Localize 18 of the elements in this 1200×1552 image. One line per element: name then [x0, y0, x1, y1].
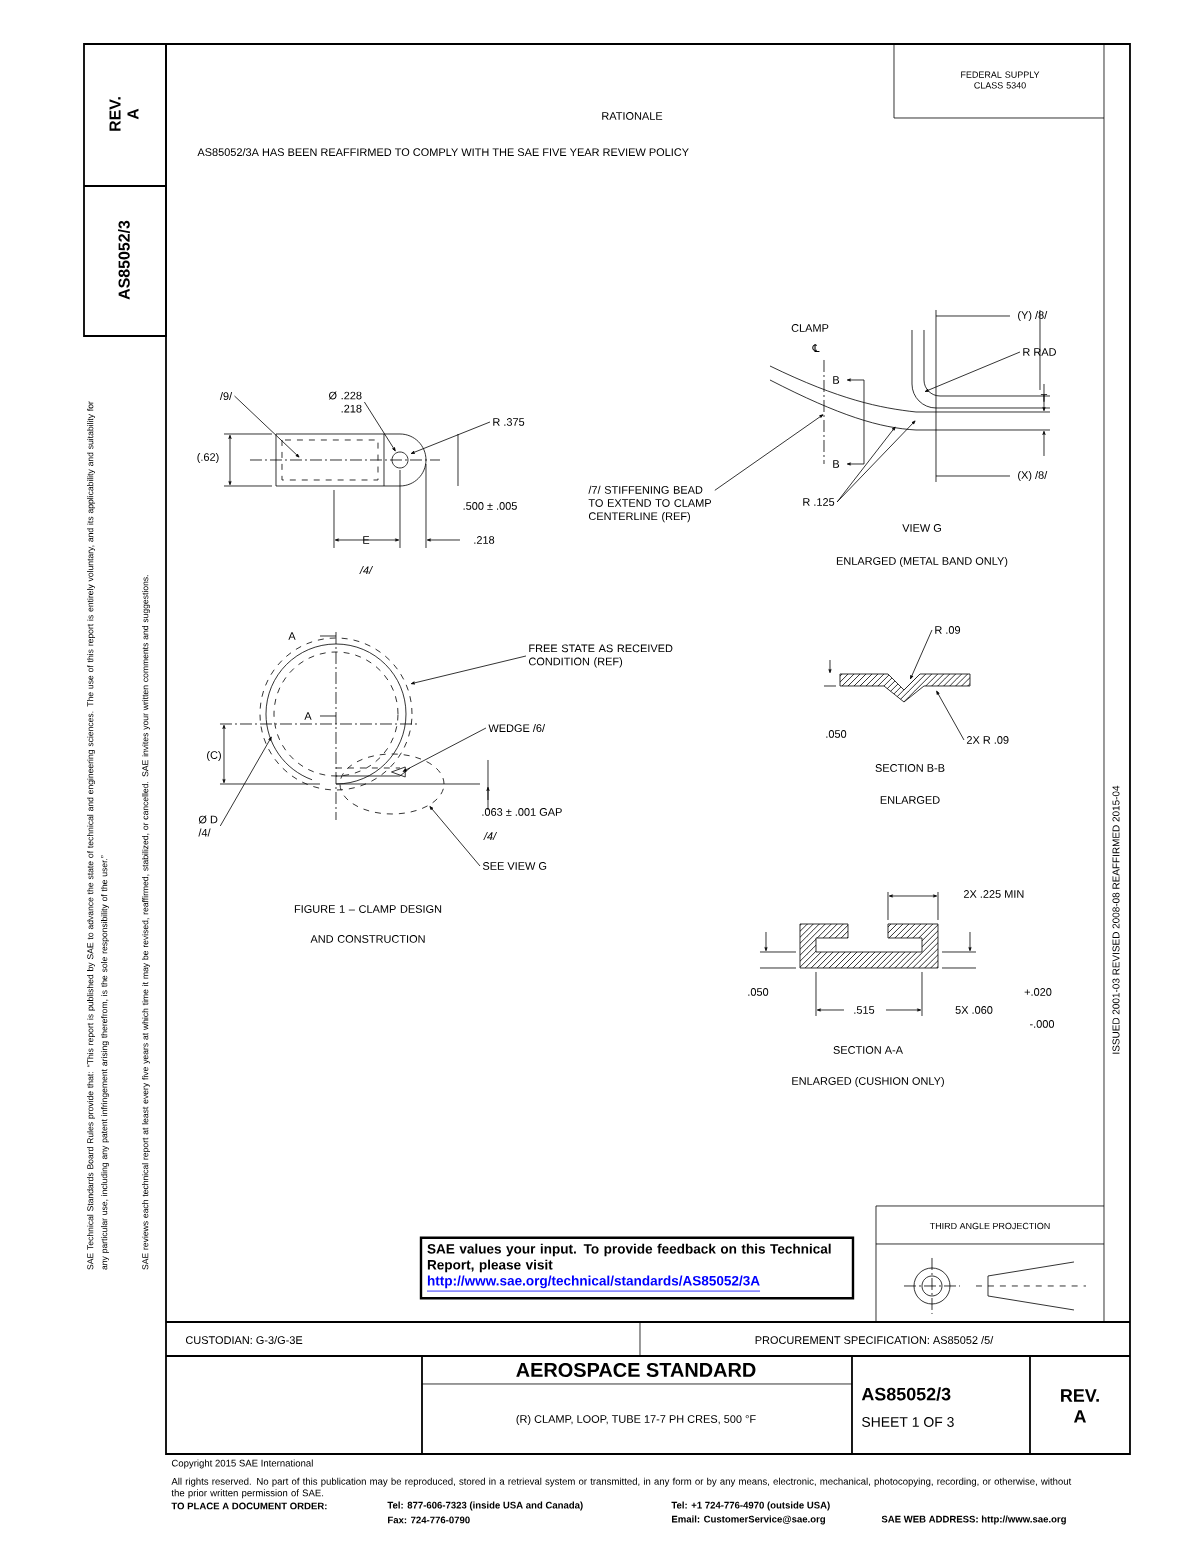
document-number: AS85052/3	[861, 1387, 951, 1401]
leader-line	[714, 414, 824, 491]
view-ellipse	[339, 753, 445, 815]
leader-line	[364, 401, 396, 452]
leader-line	[429, 806, 481, 867]
leader-line	[924, 351, 1021, 392]
leader-line	[219, 736, 272, 827]
leader-line	[836, 426, 896, 503]
standard-heading: AEROSPACE STANDARD	[516, 1362, 756, 1378]
revision-label: REV. A	[1061, 1389, 1099, 1423]
wedge-symbol	[391, 766, 406, 778]
leader-line	[410, 655, 527, 685]
leader-line	[910, 629, 933, 680]
leader-line	[836, 420, 916, 503]
leader-line	[410, 421, 491, 454]
leader-line	[402, 727, 487, 772]
leader-line	[936, 690, 965, 741]
leader-line	[234, 395, 300, 458]
